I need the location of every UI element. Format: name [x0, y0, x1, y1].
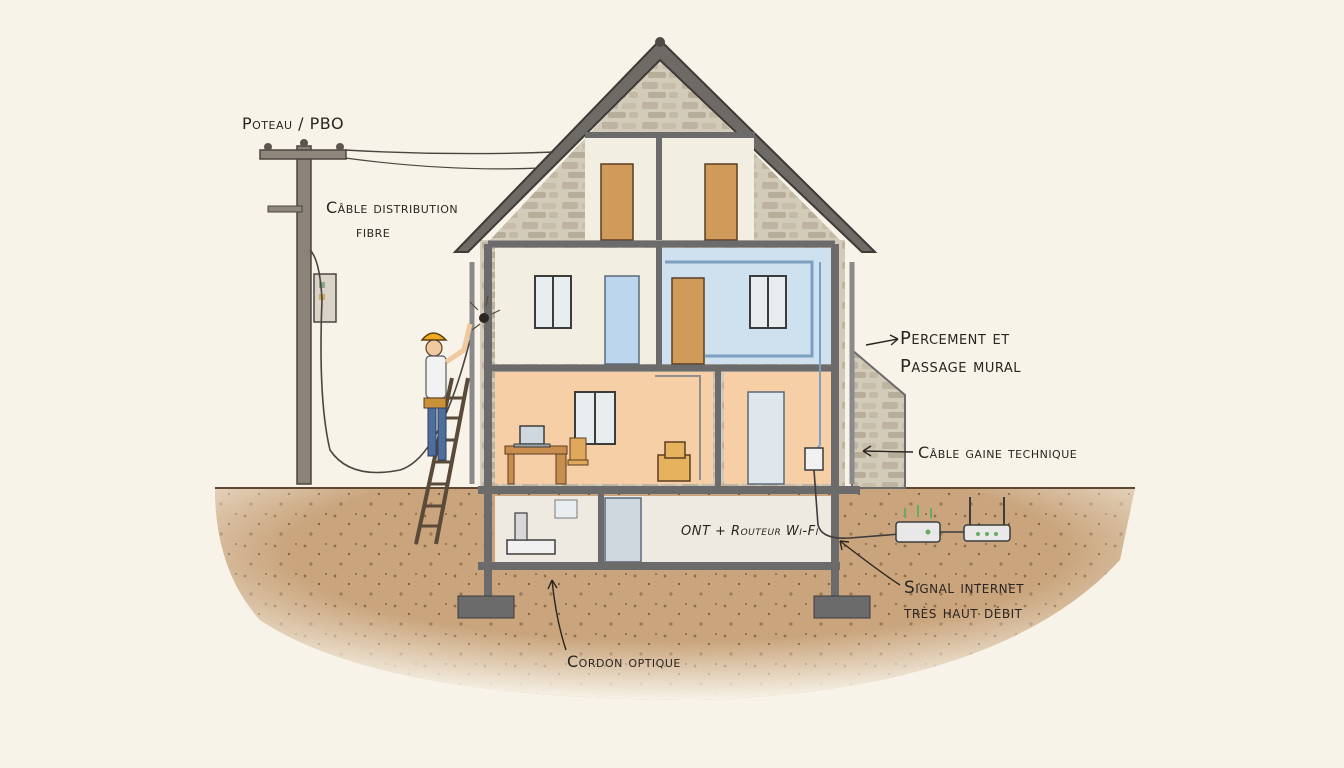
label-percement-line1: Percement et — [900, 328, 1010, 349]
label-signal: Signal internet très haut débit — [904, 576, 1024, 626]
label-cable-distribution-line1: Câble distribution — [326, 198, 459, 217]
worker-icon — [420, 313, 489, 461]
label-signal-line2: très haut débit — [904, 603, 1023, 623]
label-ont-routeur: ONT + Routeur Wi-Fi — [681, 524, 819, 539]
label-poteau: Poteau / PBO — [242, 114, 344, 133]
label-cable-gaine-text: Câble gaine technique — [918, 443, 1078, 462]
gaine-cable — [813, 469, 901, 540]
label-signal-line1: Signal internet — [904, 578, 1025, 598]
label-poteau-text: Poteau / PBO — [242, 114, 345, 133]
label-cable-distribution-line2: fibre — [356, 222, 391, 241]
utility-pole-icon — [259, 139, 347, 485]
laptop-icon — [513, 425, 551, 448]
label-cordon: Cordon optique — [567, 652, 681, 671]
label-cable-distribution: Câble distribution fibre — [326, 196, 458, 244]
label-cable-gaine: Câble gaine technique — [918, 443, 1077, 462]
wall-socket-icon — [804, 447, 824, 471]
label-percement: Percement et Passage mural — [900, 325, 1021, 381]
label-cordon-text: Cordon optique — [567, 652, 681, 671]
internal-conduit — [665, 260, 814, 358]
house — [452, 37, 906, 619]
ont-box-icon — [506, 512, 556, 555]
label-percement-line2: Passage mural — [900, 356, 1022, 377]
wifi-router-icon — [963, 497, 1011, 542]
router-icon — [895, 505, 941, 543]
label-ont-routeur-text: ONT + Routeur Wi-Fi — [681, 524, 819, 539]
